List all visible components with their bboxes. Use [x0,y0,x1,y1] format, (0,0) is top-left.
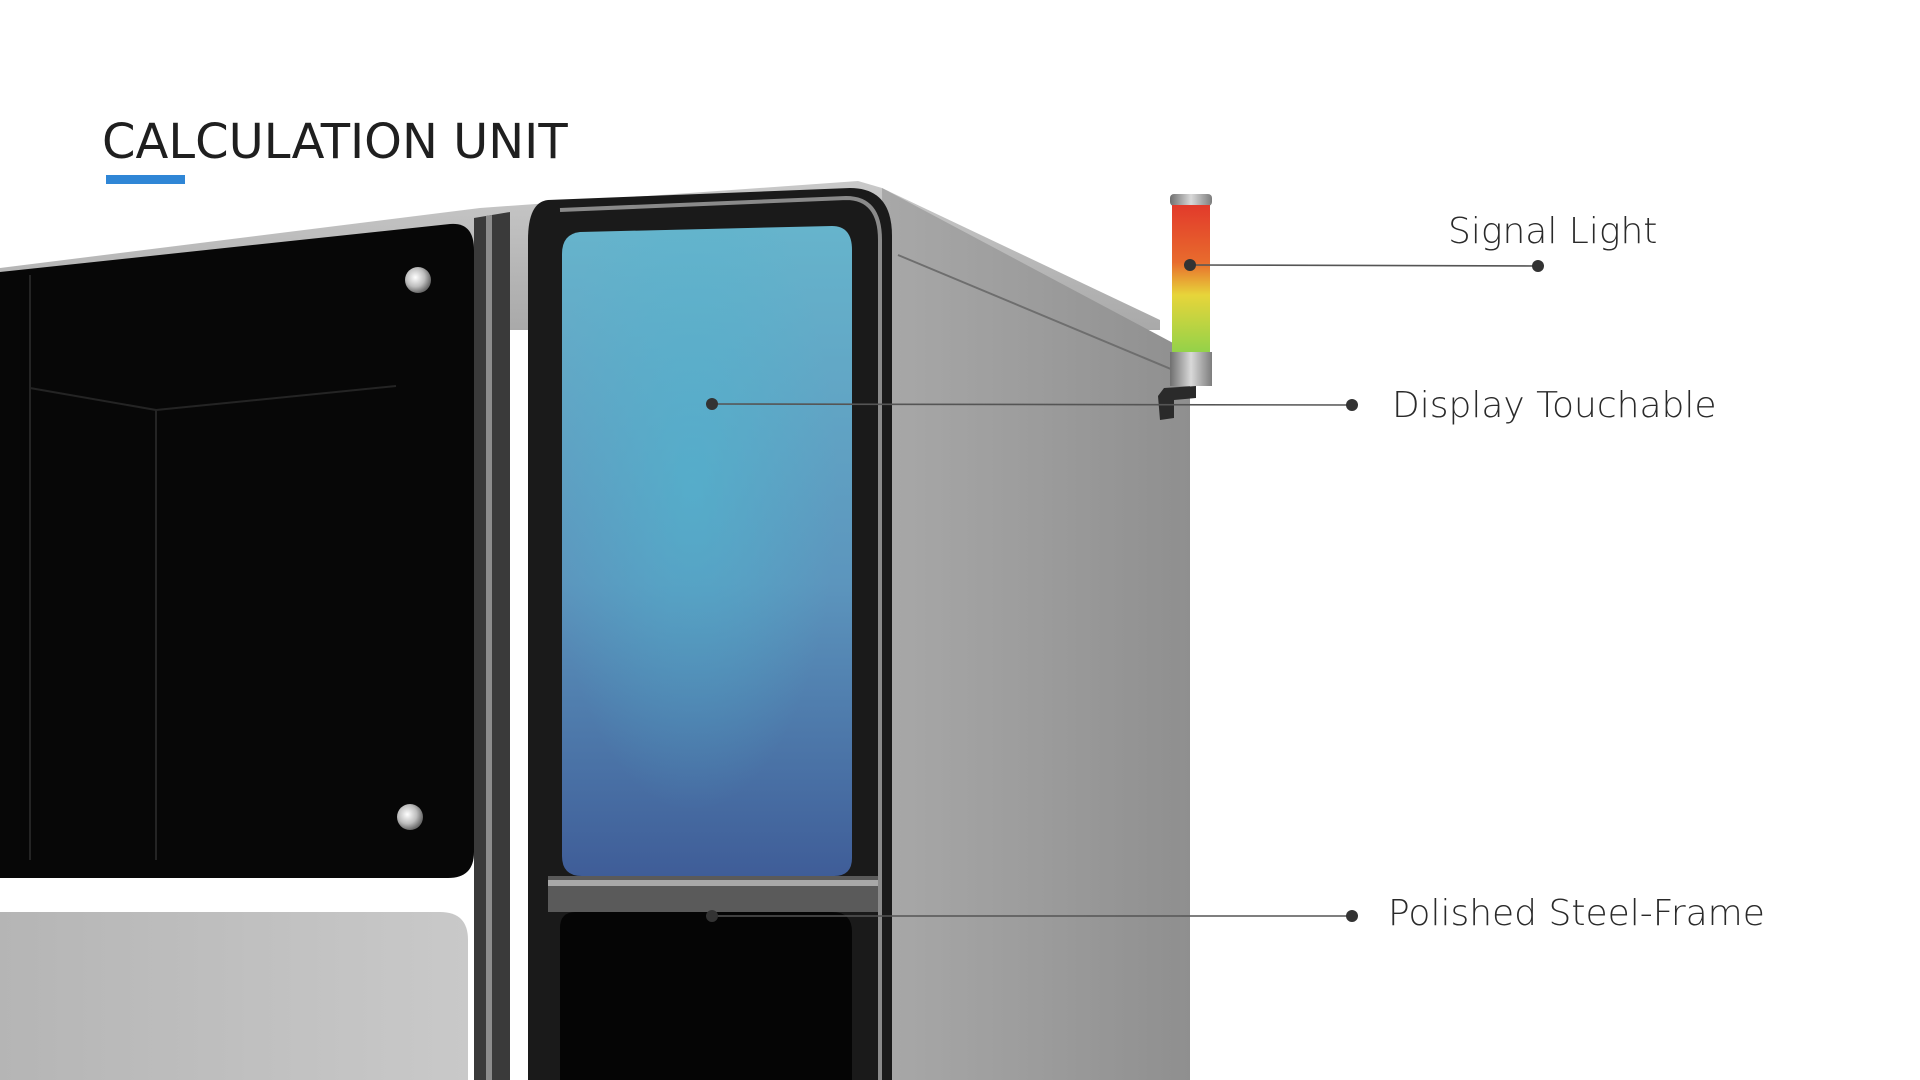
signal-light-tower [1172,205,1210,355]
lower-glass-compartment [560,912,852,1080]
callout-label-display-touchable: Display Touchable [1392,385,1717,426]
steel-frame-highlight [486,215,492,1080]
callout-label-polished-steel-frame: Polished Steel-Frame [1388,893,1765,934]
callout-leader-polished-steel-frame [706,910,1358,922]
lower-steel-panel [0,912,468,1080]
left-glass-panel [0,223,474,878]
bolt-icon [397,804,423,830]
touch-display-glow [562,226,852,876]
steel-frame-crossbar-highlight [548,880,878,886]
callout-leader-signal-light [1184,259,1544,272]
title-accent-underline [106,175,185,184]
signal-light-cap [1170,194,1212,206]
screen-housing-rim [559,195,882,1080]
page-title: CALCULATION UNIT [102,114,568,170]
signal-light-base [1170,352,1212,386]
side-panel-edge-line [897,254,1179,373]
callout-leader-display-touchable [706,398,1358,411]
cabinet-side-panel [882,188,1190,1080]
signal-light-bracket [1158,386,1196,420]
left-glass-reflection [29,275,397,860]
bolt-icon [405,267,431,293]
callout-label-signal-light: Signal Light [1448,211,1658,252]
